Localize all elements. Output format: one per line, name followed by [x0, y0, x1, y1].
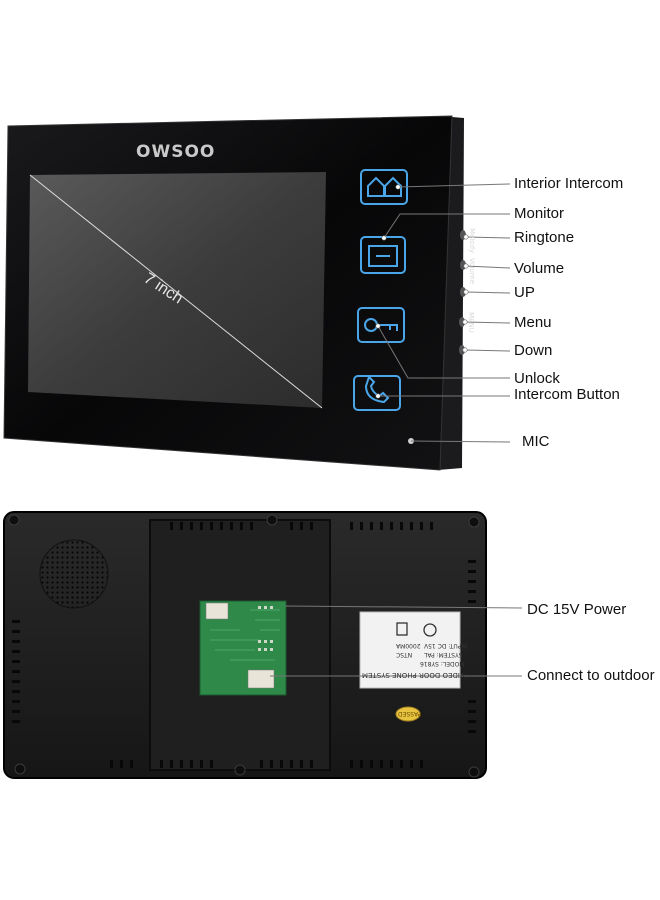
- screen-diagonal-line: [29, 174, 323, 409]
- label-volume: Volume: [514, 260, 565, 277]
- homes-icon: [367, 176, 402, 197]
- side-mark-volume: Volume: [468, 258, 476, 285]
- screw-top-left: [8, 514, 20, 526]
- label-dc-power: DC 15V Power: [527, 601, 627, 618]
- side-mark-menu: MENU: [467, 312, 475, 333]
- spec-sticker: [359, 611, 461, 689]
- sticker-title: VIDEO DOOR PHONE SYSTEM: [362, 671, 465, 679]
- sticker-input: INPUT: DC 15V: [424, 642, 468, 649]
- label-up: UP: [514, 284, 535, 301]
- screw-bottom-right: [468, 766, 480, 778]
- label-ringtone: Ringtone: [514, 229, 575, 246]
- sticker-system: SYSTEM: PAL: [424, 651, 463, 658]
- label-menu: Menu: [514, 314, 552, 331]
- label-intercom-button: Intercom Button: [514, 386, 620, 403]
- label-monitor: Monitor: [514, 205, 565, 222]
- screw-bottom-center: [234, 764, 246, 776]
- screw-bottom-left: [14, 763, 26, 775]
- power-connector: [205, 602, 229, 620]
- screw-top-right: [468, 516, 480, 528]
- up-side-button[interactable]: [460, 287, 466, 297]
- label-connect-outdoor: Connect to outdoor: [527, 667, 655, 684]
- certification-marks: [396, 622, 437, 637]
- monitor-screen: [28, 172, 326, 408]
- side-mark-melody: Melody: [468, 228, 476, 254]
- label-mic: MIC: [522, 433, 550, 450]
- menu-side-button[interactable]: [459, 317, 465, 327]
- passed-badge: [395, 706, 421, 722]
- sticker-current: 2000MA: [396, 642, 421, 649]
- screw-top-center: [266, 514, 278, 526]
- outdoor-connector: [247, 669, 275, 689]
- sticker-ntsc: NTSC: [396, 651, 413, 658]
- brand-logo: OWSOO: [136, 142, 216, 162]
- passed-badge-text: PASSED: [398, 710, 422, 717]
- monitor-icon: [368, 245, 398, 267]
- vent-slots: [110, 522, 433, 768]
- back-panel: [3, 511, 523, 779]
- label-interior-intercom: Interior Intercom: [514, 175, 624, 192]
- down-side-button[interactable]: [459, 345, 465, 355]
- speaker-grille: [39, 539, 109, 609]
- sticker-model: MODEL: SY816: [420, 660, 465, 667]
- label-unlock: Unlock: [514, 370, 560, 387]
- circuit-board: [199, 600, 287, 696]
- front-monitor: [3, 115, 511, 471]
- front-callout-lines: [377, 183, 511, 443]
- unlock-button[interactable]: [357, 307, 405, 343]
- back-callout-lines: [270, 605, 523, 677]
- label-down: Down: [514, 342, 553, 359]
